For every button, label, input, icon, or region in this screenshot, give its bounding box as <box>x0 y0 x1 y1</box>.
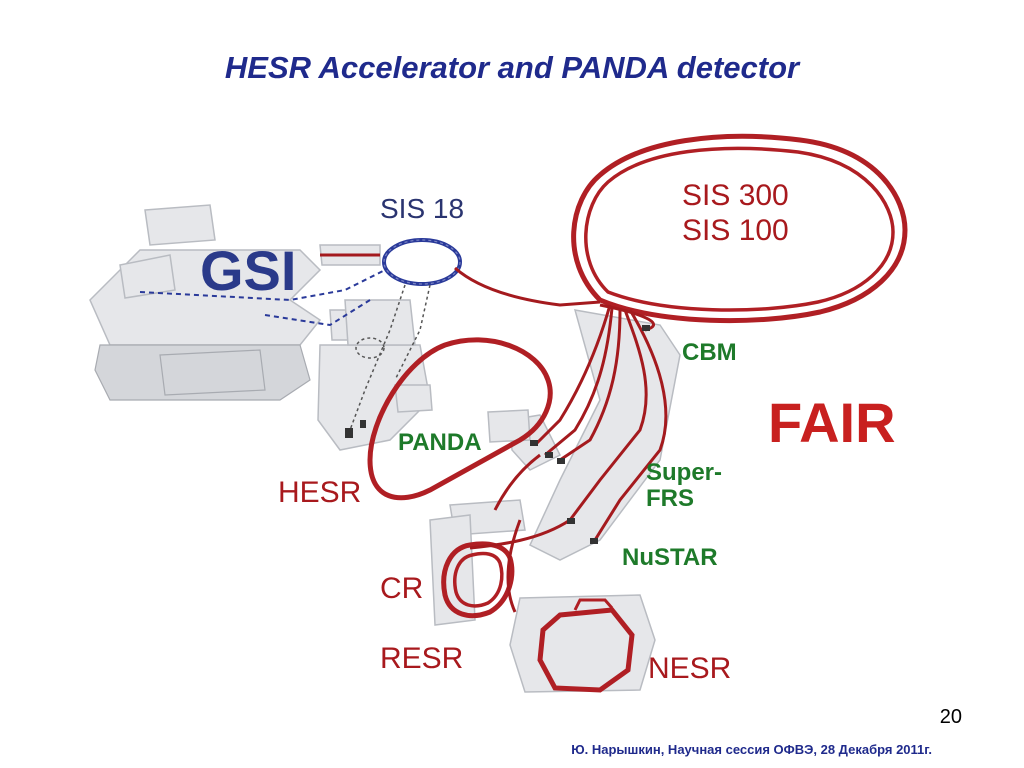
hesr-ring <box>367 337 553 501</box>
label-nustar: NuSTAR <box>622 544 718 571</box>
transfer-lines <box>320 253 668 613</box>
label-nesr: NESR <box>648 652 731 685</box>
target-markers <box>345 325 650 544</box>
label-sis100: SIS 100 <box>682 214 789 247</box>
label-resr: RESR <box>380 642 463 675</box>
label-frs: FRS <box>646 485 694 512</box>
label-super: Super- <box>646 459 722 486</box>
gsi-buildings <box>89 204 433 451</box>
label-gsi: GSI <box>200 239 296 302</box>
label-hesr: HESR <box>278 476 361 509</box>
label-sis18: SIS 18 <box>380 193 464 224</box>
page-number: 20 <box>939 706 962 728</box>
footer-text: Ю. Нарышкин, Научная сессия ОФВЭ, 28 Дек… <box>571 742 932 757</box>
nesr-ring <box>537 598 635 693</box>
label-fair: FAIR <box>768 391 896 454</box>
label-panda: PANDA <box>398 429 482 456</box>
label-sis300: SIS 300 <box>682 179 789 212</box>
gsi-beamlines <box>139 238 462 431</box>
label-cbm: CBM <box>682 339 737 366</box>
sis100-300-ring <box>571 133 908 324</box>
cr-ring <box>441 541 515 619</box>
slide-title: HESR Accelerator and PANDA detector <box>224 50 800 85</box>
label-cr: CR <box>380 572 423 605</box>
